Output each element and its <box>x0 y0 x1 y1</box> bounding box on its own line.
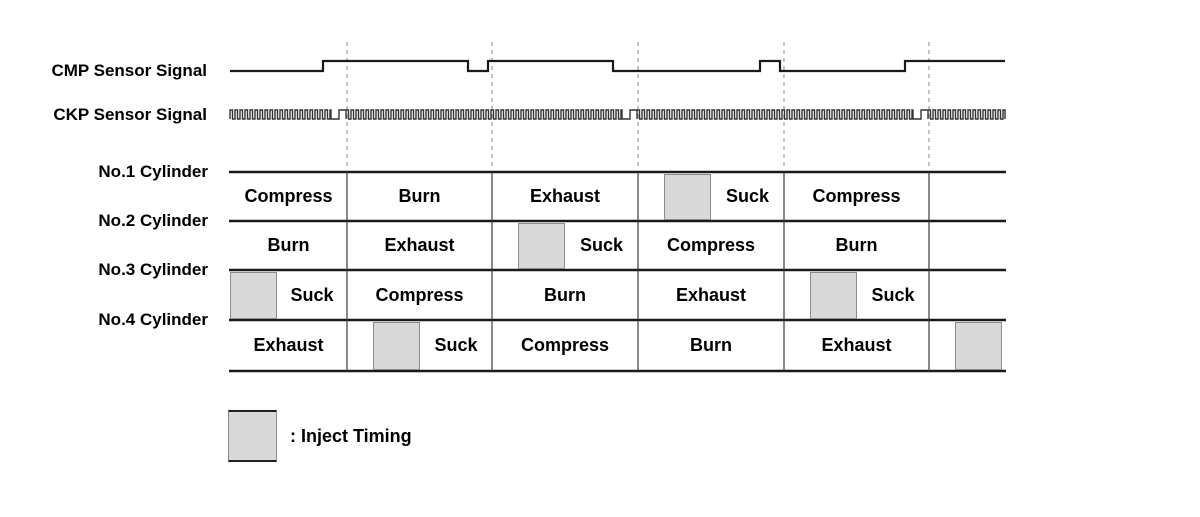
phase-cell: Compress <box>666 235 756 255</box>
phase-cell: Suck <box>290 284 334 305</box>
phase-cell: Exhaust <box>253 335 324 355</box>
phase-cell: Compress <box>244 186 333 206</box>
phase-cell: Burn <box>398 186 441 206</box>
inject-timing-box <box>955 321 1002 370</box>
phase-cell: Suck <box>871 284 915 305</box>
phase-cell: Exhaust <box>529 186 601 206</box>
phase-cell: Burn <box>835 235 878 255</box>
cylinder-label: No.3 Cylinder <box>98 260 208 279</box>
cmp-signal-label: CMP Sensor Signal <box>51 61 207 80</box>
phase-cell: Exhaust <box>384 235 455 255</box>
cylinder-label: No.1 Cylinder <box>98 162 208 181</box>
inject-timing-box <box>810 271 857 319</box>
phase-cell: Exhaust <box>675 284 747 305</box>
ckp-signal-label: CKP Sensor Signal <box>53 105 207 124</box>
inject-timing-legend: : Inject Timing <box>228 410 412 462</box>
phase-cell: Compress <box>812 186 901 206</box>
cylinder-label: No.4 Cylinder <box>98 310 208 329</box>
inject-timing-box <box>373 321 420 370</box>
phase-cell: Compress <box>375 284 464 305</box>
cmp-waveform <box>230 59 1005 73</box>
phase-cell: Burn <box>544 284 586 305</box>
inject-timing-label: : Inject Timing <box>290 425 412 446</box>
inject-timing-box <box>230 271 277 319</box>
phase-cell: Suck <box>725 186 770 206</box>
phase-cell: Compress <box>520 335 610 355</box>
phase-cell: Suck <box>434 335 478 355</box>
inject-timing-swatch <box>228 410 277 462</box>
inject-timing-box <box>664 173 711 220</box>
phase-cell: Exhaust <box>821 335 892 355</box>
phase-cell: Suck <box>579 235 624 255</box>
inject-timing-box <box>518 222 565 269</box>
phase-cell: Burn <box>690 335 732 355</box>
ckp-waveform <box>229 109 1006 120</box>
cylinder-label: No.2 Cylinder <box>98 211 208 230</box>
phase-cell: Burn <box>267 235 310 255</box>
